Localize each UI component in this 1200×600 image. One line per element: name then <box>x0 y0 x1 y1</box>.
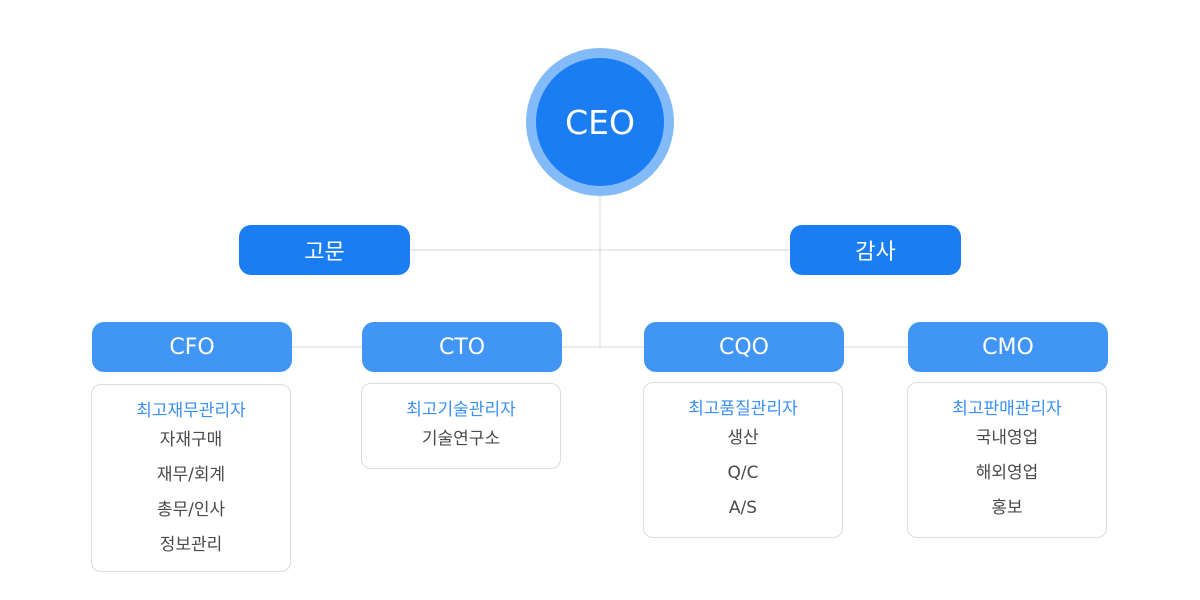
cqo-card: 최고품질관리자 생산 Q/C A/S <box>643 382 843 538</box>
cqo-dept: Q/C <box>727 463 759 483</box>
cmo-dept: 홍보 <box>991 498 1023 518</box>
cfo-role: 최고재무관리자 <box>136 401 246 421</box>
cqo-dept: 생산 <box>727 428 759 448</box>
cqo-role: 최고품질관리자 <box>688 399 798 419</box>
advisor-node[interactable]: 고문 <box>239 225 410 275</box>
cto-dept: 기술연구소 <box>421 429 501 449</box>
auditor-node[interactable]: 감사 <box>790 225 961 275</box>
ceo-label: CEO <box>536 58 664 186</box>
cto-card: 최고기술관리자 기술연구소 <box>361 383 561 469</box>
cmo-node[interactable]: CMO <box>908 322 1108 372</box>
cfo-node[interactable]: CFO <box>92 322 292 372</box>
cmo-dept: 국내영업 <box>975 428 1039 448</box>
ceo-node[interactable]: CEO <box>526 48 674 196</box>
cfo-dept: 총무/인사 <box>156 500 226 520</box>
cfo-dept: 자재구매 <box>159 430 223 450</box>
cqo-dept: A/S <box>728 498 758 518</box>
cmo-role: 최고판매관리자 <box>952 399 1062 419</box>
cfo-card: 최고재무관리자 자재구매 재무/회계 총무/인사 정보관리 <box>91 384 291 572</box>
cqo-node[interactable]: CQO <box>644 322 844 372</box>
cto-node[interactable]: CTO <box>362 322 562 372</box>
cmo-card: 최고판매관리자 국내영업 해외영업 홍보 <box>907 382 1107 538</box>
cfo-dept: 정보관리 <box>159 535 223 555</box>
cmo-dept: 해외영업 <box>975 463 1039 483</box>
cfo-dept: 재무/회계 <box>156 465 226 485</box>
cto-role: 최고기술관리자 <box>406 400 516 420</box>
